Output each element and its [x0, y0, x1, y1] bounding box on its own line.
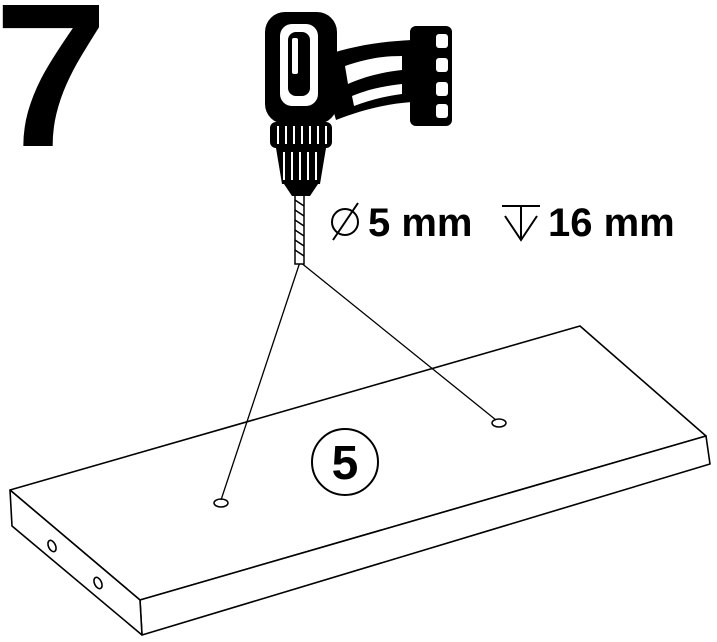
- part-label: 5: [332, 437, 359, 490]
- diameter-symbol-icon: [331, 202, 359, 241]
- drill-leader-lines: [220, 261, 497, 501]
- drill-spec: 5 mm 16 mm: [331, 201, 675, 245]
- power-drill-icon: [265, 12, 452, 196]
- step-number: 7: [0, 0, 108, 190]
- end-hole: [93, 576, 103, 590]
- drill-hole-right: [491, 418, 507, 428]
- drill-diameter: 5 mm: [368, 201, 473, 245]
- drill-bit: [294, 191, 305, 265]
- shelf-end-face: [9, 489, 143, 636]
- part-label-badge: 5: [311, 428, 379, 496]
- drill-depth: 16 mm: [548, 201, 675, 245]
- depth-symbol-icon: [502, 205, 540, 242]
- drill-hole-left: [213, 498, 229, 508]
- end-hole: [47, 539, 57, 553]
